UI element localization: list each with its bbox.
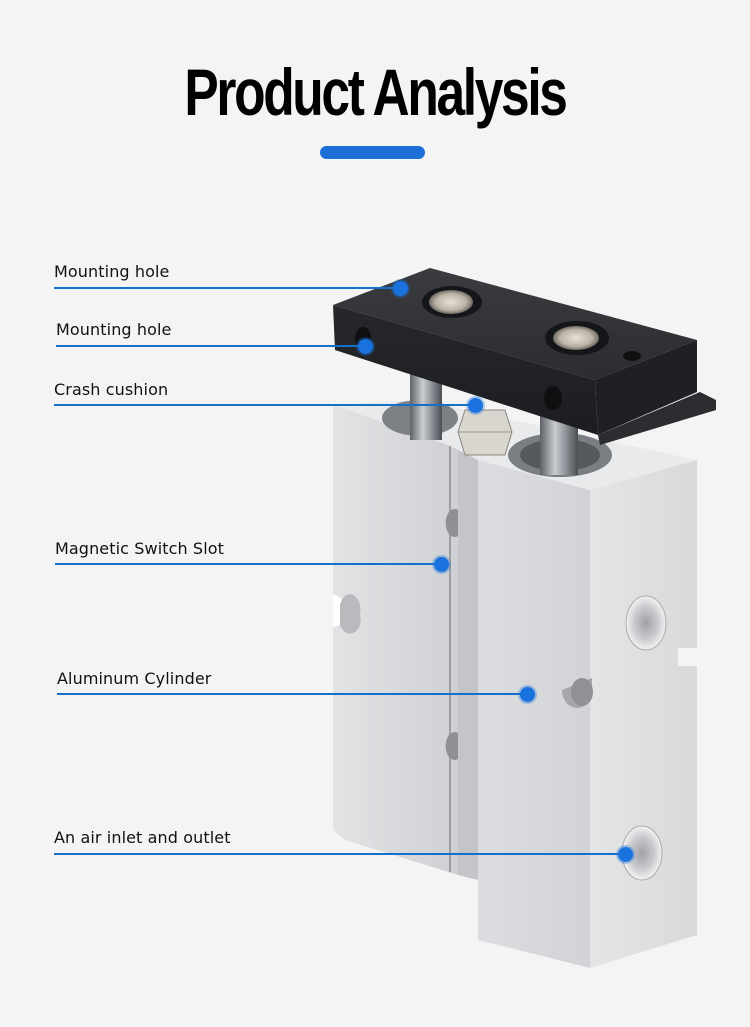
callout-line [54, 853, 625, 855]
callout-dot-icon [520, 687, 535, 702]
callout-dot-icon [393, 281, 408, 296]
callout-label: Magnetic Switch Slot [55, 539, 224, 558]
callout-label: Mounting hole [54, 262, 170, 281]
callout-dot-icon [468, 398, 483, 413]
callout-line [54, 404, 475, 406]
callout-line [55, 563, 441, 565]
title-underline-accent [320, 146, 425, 159]
callout-line [57, 693, 527, 695]
callout-line [54, 287, 400, 289]
callout-dot-icon [434, 557, 449, 572]
callout-line [56, 345, 365, 347]
page-title: Product Analysis [184, 55, 568, 129]
callout-dot-icon [358, 339, 373, 354]
callout-dot-icon [618, 847, 633, 862]
callout-label: Crash cushion [54, 380, 169, 399]
callout-label: An air inlet and outlet [54, 828, 231, 847]
callout-label: Mounting hole [56, 320, 172, 339]
callout-label: Aluminum Cylinder [57, 669, 212, 688]
